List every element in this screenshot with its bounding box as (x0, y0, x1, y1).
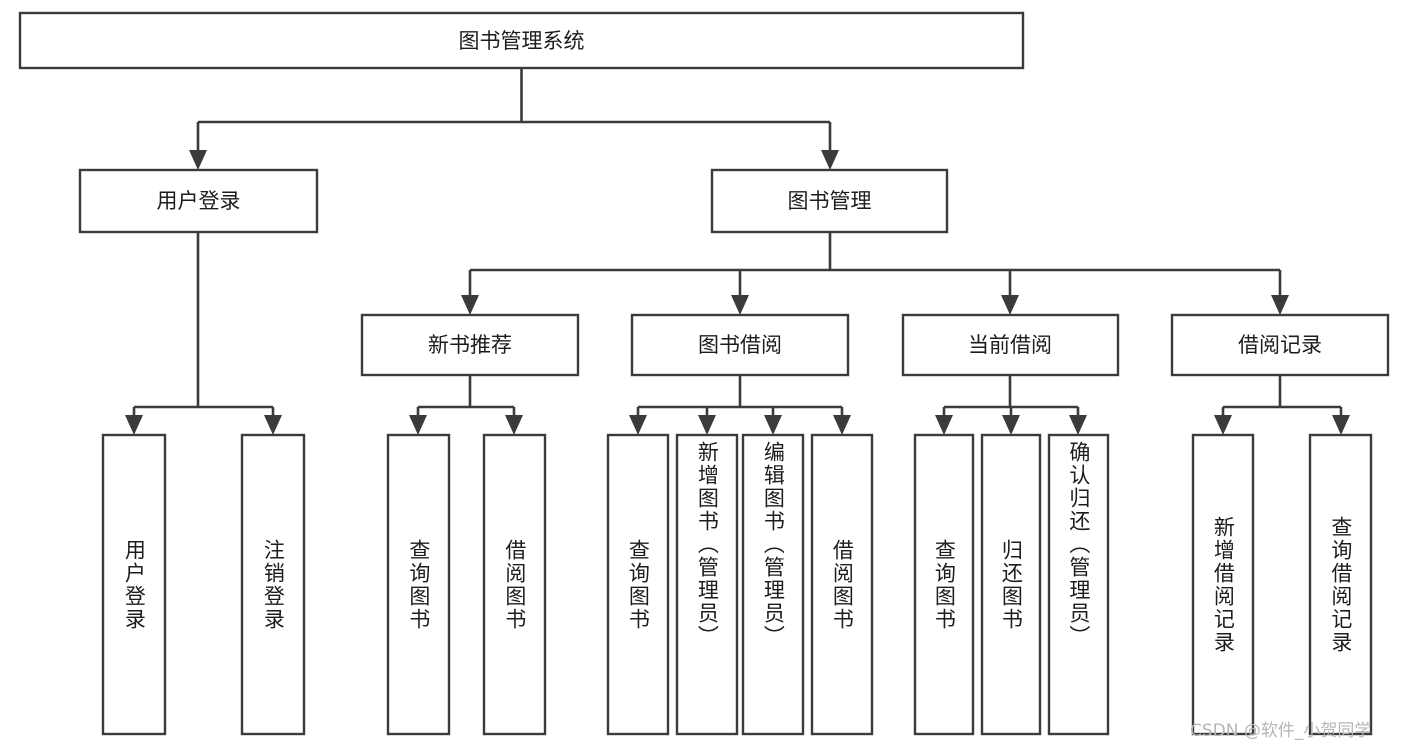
node-user-login[interactable]: 用户登录 (78, 168, 319, 234)
connector-group-borrow-record (1214, 375, 1350, 435)
node-root-label: 图书管理系统 (459, 29, 585, 53)
node-borrow-record[interactable]: 借阅记录 (1170, 313, 1390, 377)
arrowhead-cb-leaf2 (1002, 415, 1020, 435)
leaf-box-user-login-1[interactable] (101, 433, 167, 736)
node-new-book-recommend[interactable]: 新书推荐 (360, 313, 580, 377)
leaf-box-current-borrow-1[interactable] (913, 433, 975, 736)
arrowhead-current-borrow (1001, 295, 1019, 315)
node-root[interactable]: 图书管理系统 (18, 11, 1025, 70)
arrowhead-bb-leaf1 (629, 415, 647, 435)
node-book-management-box[interactable] (710, 168, 949, 234)
arrowhead-ul-leaf1 (125, 415, 143, 435)
leaf-box-user-login-2[interactable] (240, 433, 306, 736)
arrowhead-book-mgmt (821, 150, 839, 170)
arrowhead-new-book (461, 295, 479, 315)
arrowhead-borrow-record (1271, 295, 1289, 315)
node-book-borrow[interactable]: 图书借阅 (630, 313, 850, 377)
leaf-box-book-borrow-3[interactable] (741, 433, 805, 736)
arrowhead-br-leaf1 (1214, 415, 1232, 435)
leaf-box-current-borrow-2[interactable] (980, 433, 1042, 736)
connector-group-new-book (409, 375, 523, 435)
leaf-box-book-borrow-4[interactable] (810, 433, 874, 736)
node-new-book-recommend-box[interactable] (360, 313, 580, 377)
node-current-borrow[interactable]: 当前借阅 (901, 313, 1120, 377)
leaf-box-current-borrow-3[interactable] (1047, 433, 1110, 736)
node-user-login-box[interactable] (78, 168, 319, 234)
node-borrow-record-box[interactable] (1170, 313, 1390, 377)
leaf-box-book-borrow-2[interactable] (675, 433, 739, 736)
node-current-borrow-label: 当前借阅 (968, 333, 1052, 357)
arrowhead-bb-leaf3 (764, 415, 782, 435)
arrowhead-bb-leaf2 (698, 415, 716, 435)
node-new-book-recommend-label: 新书推荐 (428, 333, 512, 357)
connector-group-root (189, 68, 839, 170)
csdn-watermark: CSDN @软件_小贺同学 (1190, 721, 1372, 741)
leaf-box-borrow-record-2[interactable] (1308, 433, 1373, 736)
leaf-box-borrow-record-1[interactable] (1191, 433, 1255, 736)
arrowhead-br-leaf2 (1332, 415, 1350, 435)
node-borrow-record-label: 借阅记录 (1238, 333, 1322, 357)
arrowhead-nb-leaf2 (505, 415, 523, 435)
leaf-box-new-book-1[interactable] (386, 433, 451, 736)
connector-group-book-borrow (629, 375, 851, 435)
node-current-borrow-box[interactable] (901, 313, 1120, 377)
node-book-management[interactable]: 图书管理 (710, 168, 949, 234)
node-book-management-label: 图书管理 (788, 189, 872, 213)
arrowhead-cb-leaf1 (935, 415, 953, 435)
connector-group-book-mgmt (461, 232, 1289, 315)
arrowhead-bb-leaf4 (833, 415, 851, 435)
arrowhead-user-login (189, 150, 207, 170)
leaf-box-new-book-2[interactable] (482, 433, 547, 736)
connector-group-user-login (125, 232, 282, 435)
node-root-box[interactable] (18, 11, 1025, 70)
connector-group-current-borrow (935, 375, 1087, 435)
node-user-login-label: 用户登录 (157, 189, 241, 213)
arrowhead-nb-leaf1 (409, 415, 427, 435)
leaf-box-book-borrow-1[interactable] (606, 433, 670, 736)
arrowhead-book-borrow (731, 295, 749, 315)
node-book-borrow-label: 图书借阅 (698, 333, 782, 357)
node-book-borrow-box[interactable] (630, 313, 850, 377)
arrowhead-cb-leaf3 (1069, 415, 1087, 435)
arrowhead-ul-leaf2 (264, 415, 282, 435)
